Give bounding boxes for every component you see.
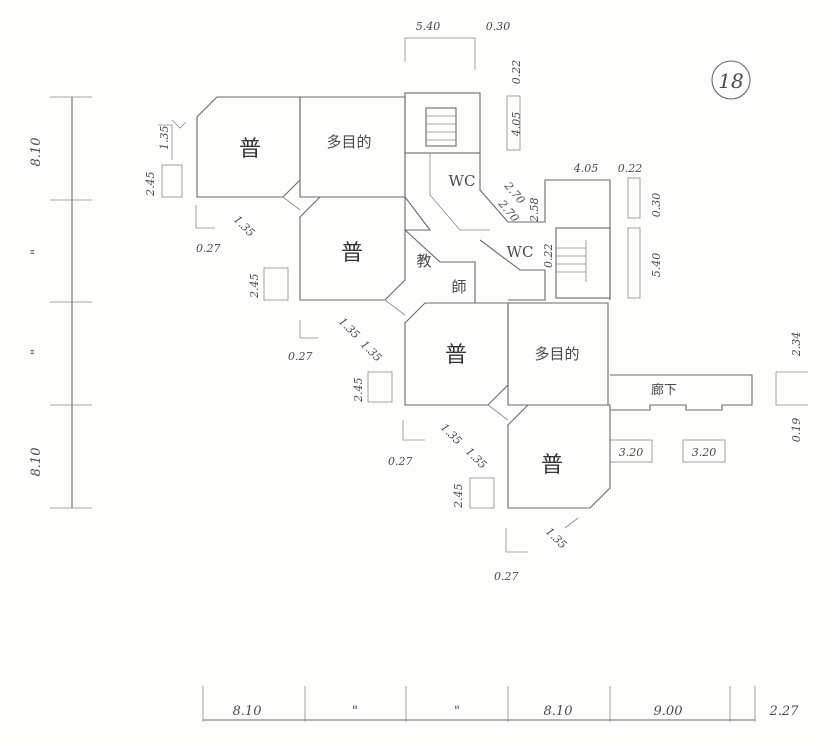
bottom-dim-2: ": [352, 704, 358, 719]
right-dim-b: 0.19: [790, 418, 803, 443]
music-room-4-dim-135: 1.35: [543, 525, 570, 552]
top-dim-d: 4.05: [510, 112, 523, 138]
music-room-1-dim-027: 0.27: [196, 242, 221, 255]
music-room-3: 普 2.45 0.27 1.35 1.35: [352, 302, 509, 472]
bottom-dim-1: 8.10: [233, 704, 262, 719]
top-stair-block: 5.40 0.30 0.22 4.05: [404, 20, 523, 154]
music-room-1-label: 普: [239, 137, 261, 162]
music-room-4-dim-245: 2.45: [452, 484, 465, 510]
wc-dim-g: 0.30: [650, 193, 663, 218]
top-dim-a: 5.40: [416, 20, 441, 33]
music-room-1-dim-135: 1.35: [158, 126, 171, 151]
top-dim-c: 0.22: [510, 60, 523, 85]
left-dim-4: 8.10: [29, 448, 44, 477]
music-room-4-dim-027: 0.27: [494, 570, 519, 583]
music-room-3-dim-027: 0.27: [388, 455, 413, 468]
multipurpose-room-1-label: 多目的: [326, 133, 371, 151]
teacher-room-label-1: 教: [416, 252, 431, 270]
music-room-3-dim-135: 1.35: [438, 421, 465, 448]
music-room-2-dim-135: 1.35: [336, 315, 363, 342]
music-room-1-dim-245: 2.45: [144, 172, 157, 198]
music-room-3-dim-245: 2.45: [352, 378, 365, 404]
left-dim-2: ": [29, 249, 44, 255]
bottom-dim-6: 2.27: [769, 704, 800, 719]
sheet-number: 18: [711, 60, 751, 100]
left-dim-1: 8.10: [29, 138, 44, 167]
music-room-3-label: 普: [445, 343, 467, 368]
right-dim-d: 3.20: [692, 446, 717, 459]
wc-dim-f: 0.22: [618, 162, 643, 175]
multipurpose-room-2: 多目的: [507, 302, 609, 406]
music-room-2-dim-027: 0.27: [288, 350, 313, 363]
wc-dim-e: 4.05: [573, 162, 599, 175]
bottom-dim-5: 9.00: [654, 704, 683, 719]
wc-dim-h: 5.40: [650, 253, 663, 278]
music-room-2-dim-245: 2.45: [248, 274, 261, 300]
music-room-3-dim-135b: 1.35: [463, 445, 490, 472]
top-dim-b: 0.30: [486, 20, 511, 33]
multipurpose-room-1: 多目的: [299, 96, 406, 198]
right-dim-c: 3.20: [619, 446, 644, 459]
left-dimension-line: 8.10 " " 8.10: [29, 96, 92, 509]
music-room-2-label: 普: [341, 241, 363, 266]
music-room-2-dim-135b: 1.35: [358, 338, 385, 365]
music-room-1: 普 1.35 2.45 0.27 1.35: [144, 96, 301, 255]
teacher-room-label-2: 師: [451, 278, 466, 296]
corridor-label: 廊下: [651, 382, 677, 398]
multipurpose-room-2-label: 多目的: [534, 345, 579, 363]
wc-dim-c: 2.58: [528, 198, 541, 224]
wc-1-label: WC: [449, 172, 476, 190]
bottom-dimension-line: 8.10 " " 8.10 9.00 2.27: [202, 686, 800, 722]
music-room-1-dim-135b: 1.35: [231, 213, 258, 240]
corridor: 廊下 2.34 0.19 3.20 3.20: [609, 332, 808, 463]
right-dim-a: 2.34: [790, 332, 803, 358]
sheet-number-label: 18: [718, 69, 743, 93]
music-room-4-label: 普: [541, 453, 563, 478]
wc-dim-d: 0.22: [542, 244, 555, 269]
bottom-dim-3: ": [454, 704, 460, 719]
left-dim-3: ": [29, 349, 44, 355]
music-room-4: 普 2.45 0.27 1.35: [452, 404, 611, 583]
wc-2-label: WC: [507, 243, 534, 261]
music-room-2: 普 2.45 0.27 1.35 1.35: [248, 196, 406, 365]
central-circulation: WC WC 教 師 2.70 2.70 2.58 0.22 4.05 0.22 …: [404, 153, 663, 304]
bottom-dim-4: 8.10: [544, 704, 573, 719]
